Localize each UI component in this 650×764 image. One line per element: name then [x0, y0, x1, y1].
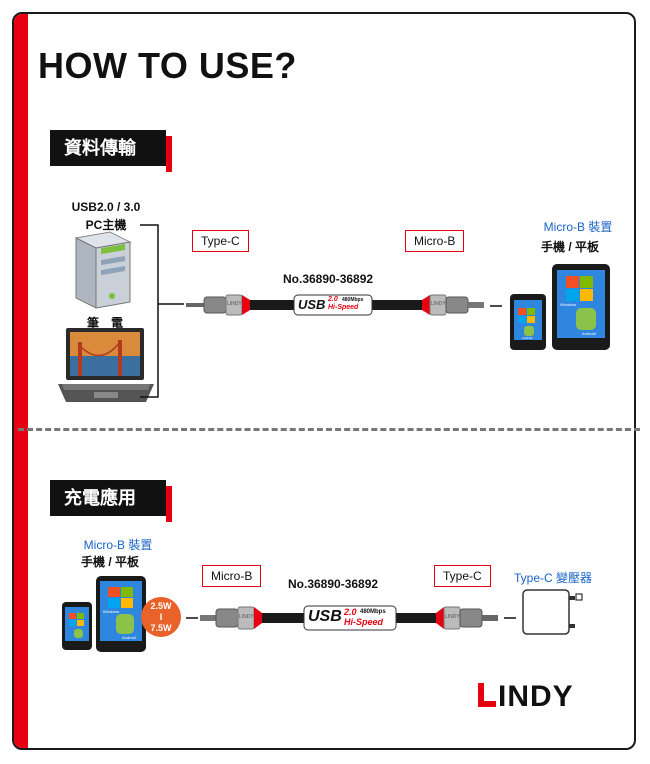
cable-version-text: 2.0: [328, 296, 338, 303]
cable-hispeed-text: Hi-Speed: [328, 304, 359, 311]
micro-b-device-label: Micro-B 裝置: [543, 220, 613, 234]
cable-graphic-2: [200, 605, 498, 631]
micro-b-label-box: Micro-B: [405, 230, 465, 252]
micro-b-device-sub-2: 手機 / 平板: [80, 555, 139, 569]
pc-tower-icon: [74, 231, 132, 309]
connector-brand-left-2: LINDY: [239, 614, 254, 620]
power-adapter-icon: [522, 589, 583, 635]
tablet-icon: Windows Android: [552, 264, 610, 350]
phone-icon-2: [62, 602, 92, 650]
laptop-icon: [58, 328, 154, 402]
pc-label: USB2.0 / 3.0: [71, 200, 141, 214]
phone-graphic: [510, 294, 546, 350]
lindy-logo-text: INDY: [498, 680, 574, 713]
page-title: HOW TO USE?: [38, 45, 297, 86]
cable-usb-text: USB: [298, 297, 326, 312]
cable-speed-text-2: 480Mbps: [360, 609, 386, 615]
part-number: No.36890-36892: [283, 272, 374, 286]
micro-b-device-sub: 手機 / 平板: [540, 240, 599, 254]
cable-version-text-2: 2.0: [344, 607, 357, 617]
wattage-bottom: 7.5W: [150, 622, 172, 633]
phone-icon: Android: [510, 294, 546, 350]
tablet-android-text-2: Android: [122, 635, 136, 640]
tablet-windows-text-2: Windows: [103, 609, 120, 614]
tablet-android-text: Android: [582, 331, 596, 336]
phone-android-text: Android: [522, 336, 533, 340]
section-divider: [18, 428, 640, 431]
red-accent-bar: [14, 14, 28, 748]
cable-hispeed-text-2: Hi-Speed: [344, 617, 384, 627]
pc-label-sub: PC主機: [85, 218, 127, 232]
cable-graphic: [186, 294, 484, 316]
dash-connector-2: [186, 617, 198, 619]
tablet-graphic-2: [96, 576, 146, 652]
tablet-windows-text: Windows: [560, 302, 577, 307]
connector-brand-left: LINDY: [227, 301, 242, 307]
adapter-label: Type-C 變壓器: [513, 571, 592, 585]
part-number-2: No.36890-36892: [288, 577, 379, 591]
connector-brand-right-2: LINDY: [445, 614, 460, 620]
lindy-logo-l-mark: [478, 683, 496, 707]
dash-connector-1: [490, 305, 502, 307]
section-tag-charging: 充電應用: [50, 480, 172, 522]
phone-graphic-2: [62, 602, 92, 650]
usb-cable-2: USB 2.0 480Mbps Hi-Speed LINDY LINDY: [200, 598, 500, 638]
tablet-graphic: [552, 264, 610, 350]
micro-b-device-label-2: Micro-B 裝置: [83, 538, 153, 552]
usb-cable-1: USB 2.0 480Mbps Hi-Speed LINDY LINDY: [186, 287, 486, 323]
cable-speed-text: 480Mbps: [342, 297, 364, 303]
connector-brand-right: LINDY: [431, 301, 446, 307]
cable-usb-text-2: USB: [308, 608, 342, 625]
micro-b-label-box-2: Micro-B: [202, 565, 262, 587]
lindy-logo: INDY: [478, 682, 574, 712]
type-c-label-box-2: Type-C: [434, 565, 491, 587]
type-c-label-box: Type-C: [192, 230, 249, 252]
section-tag-data-transfer: 資料傳輸: [50, 130, 172, 172]
wattage-top: 2.5W: [150, 600, 172, 611]
dash-connector-3: [504, 617, 516, 619]
tablet-icon-2: Windows Android: [96, 576, 146, 652]
wattage-separator: I: [159, 611, 163, 622]
wattage-badge: 2.5W I 7.5W: [141, 597, 181, 637]
laptop-label: 筆 電: [86, 316, 123, 330]
connection-bracket: [140, 224, 184, 398]
